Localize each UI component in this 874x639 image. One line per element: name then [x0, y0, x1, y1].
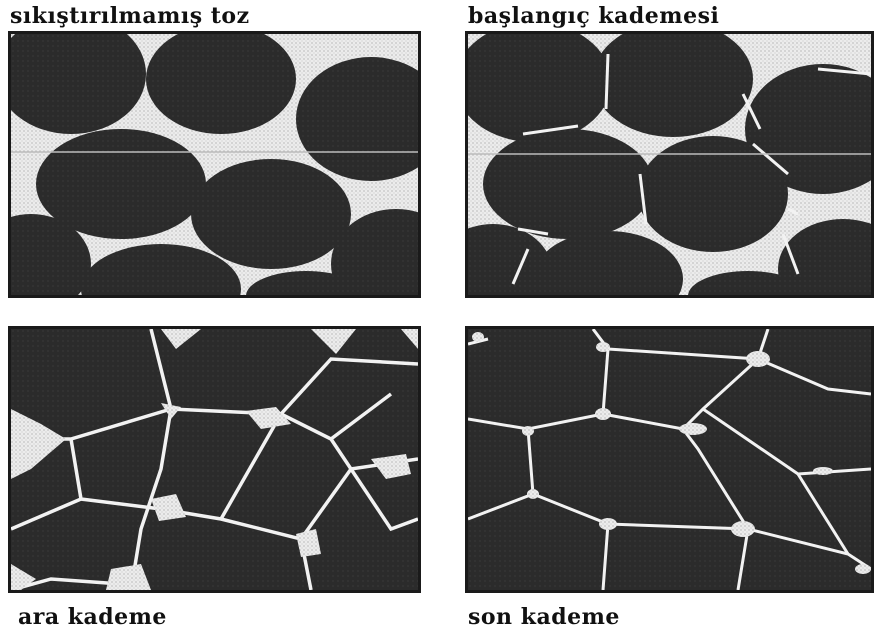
pore — [679, 423, 707, 435]
panel-final-stage — [465, 326, 874, 593]
grain-background — [468, 329, 871, 590]
panel-intermediate-stage — [8, 326, 421, 593]
particles — [468, 34, 871, 295]
particle — [483, 129, 653, 239]
pore — [813, 467, 833, 475]
label-final-stage: son kademe — [468, 606, 620, 628]
label-intermediate-stage: ara kademe — [18, 606, 167, 628]
grain-background — [11, 329, 418, 590]
pore — [527, 489, 539, 499]
panel-unsintered-powder — [8, 31, 421, 298]
pore — [595, 408, 611, 420]
pore — [599, 518, 617, 530]
label-initial-stage: başlangıç kademesi — [468, 5, 719, 27]
final-stage-illustration — [468, 329, 871, 590]
label-unsintered-powder: sıkıştırılmamış toz — [10, 5, 250, 27]
pore — [596, 342, 610, 352]
unsintered-powder-illustration — [11, 34, 418, 295]
pore — [746, 351, 770, 367]
pore — [731, 521, 755, 537]
panel-initial-stage — [465, 31, 874, 298]
particle — [191, 159, 351, 269]
intermediate-stage-illustration — [11, 329, 418, 590]
pore — [472, 332, 484, 342]
initial-stage-illustration — [468, 34, 871, 295]
pore — [522, 426, 534, 436]
pore — [855, 564, 871, 574]
